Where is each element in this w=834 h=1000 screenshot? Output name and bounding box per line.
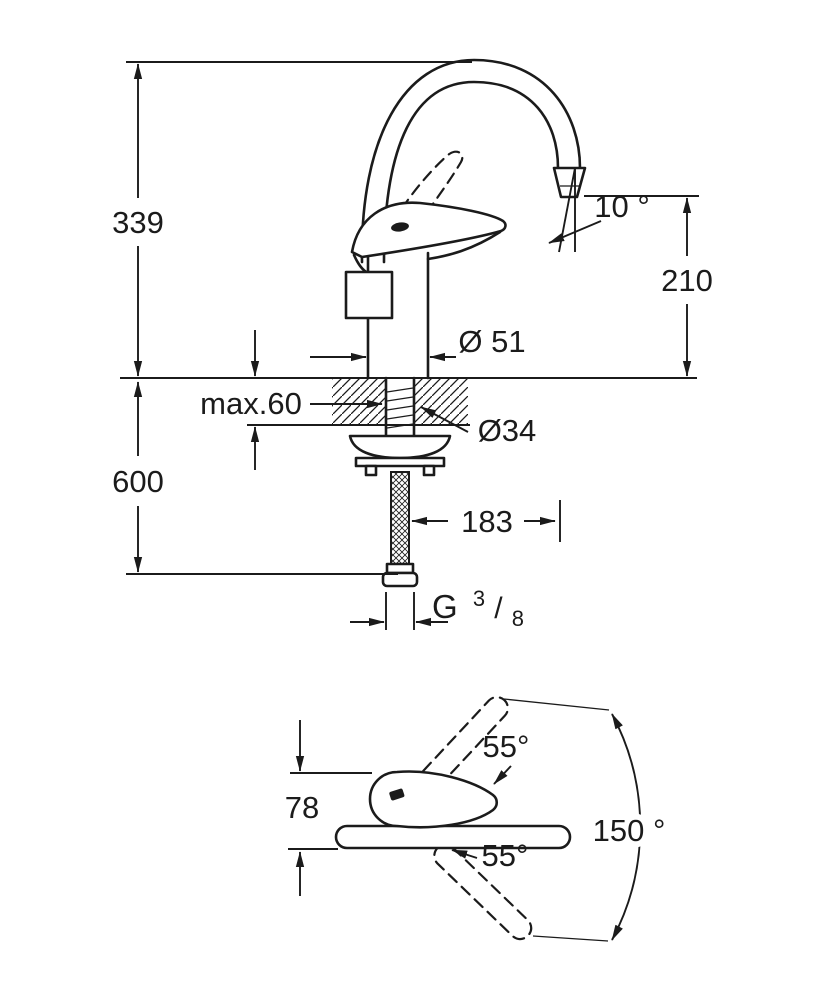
dim-label-78: 78 xyxy=(285,790,319,825)
faucet-top-view xyxy=(334,696,572,941)
hose-nut xyxy=(381,571,419,588)
hose-braided-section xyxy=(390,471,410,565)
spout-outer-curve xyxy=(360,58,582,264)
angle-leader xyxy=(548,220,602,244)
dim-label-d34: Ø34 xyxy=(478,413,537,448)
thread-denominator: 8 xyxy=(512,606,524,631)
mounting-cone xyxy=(348,434,452,460)
counter-section xyxy=(120,377,697,426)
dim-label-339: 339 xyxy=(112,205,164,240)
swivel-arc-150 xyxy=(611,713,642,941)
dim-label-max60: max.60 xyxy=(200,386,302,421)
counter-hatch-left xyxy=(332,379,386,424)
dim-label-183: 183 xyxy=(461,504,513,539)
angle-ray-lower xyxy=(532,935,609,942)
leader-55-top xyxy=(493,765,512,785)
mounting-bolt-left xyxy=(364,464,378,477)
leader-55-bottom xyxy=(451,849,478,859)
shank-threads xyxy=(386,387,414,429)
faucet-side-view xyxy=(344,58,587,380)
handle-logo-mark xyxy=(389,788,405,801)
body-front-plate xyxy=(344,270,394,320)
spout-plan-view xyxy=(334,824,572,850)
dim-label-150deg: 150 ° xyxy=(593,813,666,848)
dim-leader-34 xyxy=(420,406,469,433)
thread-letter: G xyxy=(432,588,458,625)
dimensions-top-view: 150 ° 55° 55° 78 xyxy=(285,698,671,942)
mounting-washer xyxy=(354,456,446,468)
dimensions-side-view: 339 600 210 10 ° Ø 51 max.60 Ø34 183 xyxy=(112,61,713,631)
body-shoulder-right xyxy=(426,230,502,261)
supply-hose xyxy=(381,471,419,588)
thread-slash: / xyxy=(494,592,503,625)
mounting-hardware xyxy=(348,376,452,477)
dim-label-55deg-top: 55° xyxy=(483,729,530,764)
lever-handle xyxy=(350,201,507,259)
handle-logo-mark xyxy=(391,222,409,232)
mounting-bolt-right xyxy=(422,464,436,477)
dim-label-600: 600 xyxy=(112,464,164,499)
thread-numerator: 3 xyxy=(473,586,485,611)
dim-label-d51: Ø 51 xyxy=(458,324,525,359)
spout-inner-curve xyxy=(382,80,560,264)
angle-ray-upper xyxy=(503,698,610,711)
hose-flange xyxy=(385,562,415,575)
dim-label-55deg-bottom: 55° xyxy=(482,838,529,873)
handle-plan-view xyxy=(368,770,499,829)
dim-label-210: 210 xyxy=(661,263,713,298)
dim-label-10deg: 10 ° xyxy=(594,189,650,224)
dim-label-g38: G 3 / 8 xyxy=(432,576,524,631)
